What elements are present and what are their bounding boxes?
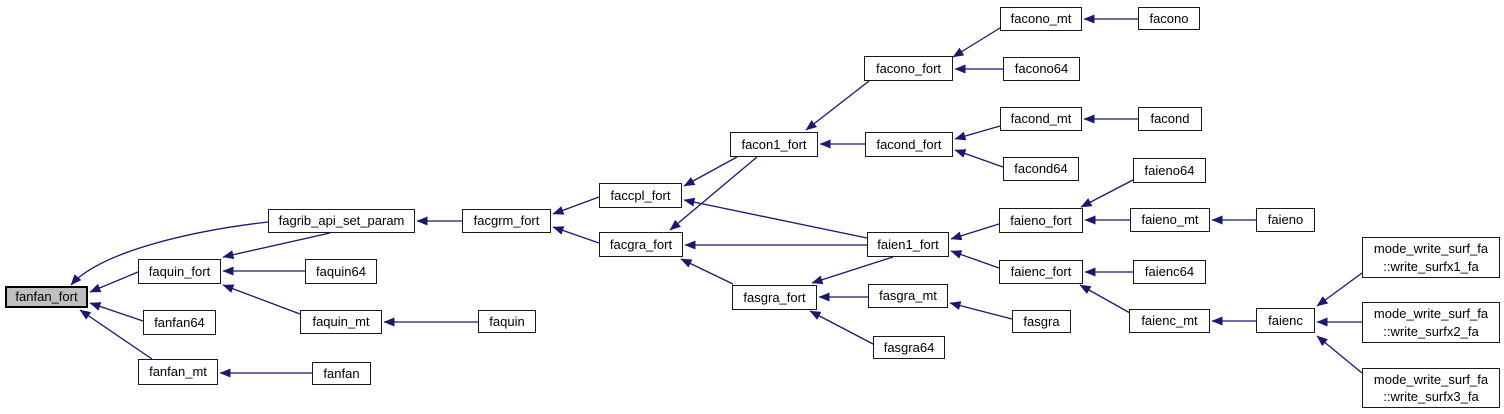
node-faienc_mt[interactable]: faienc_mt bbox=[1129, 309, 1210, 333]
edge-faquin_fort-to-fanfan_fort bbox=[89, 271, 139, 293]
node-fanfan_mt[interactable]: fanfan_mt bbox=[138, 359, 218, 385]
node-facono_mt[interactable]: facono_mt bbox=[1000, 7, 1082, 31]
node-facono64[interactable]: facono64 bbox=[1003, 57, 1080, 81]
node-faienc[interactable]: faienc bbox=[1256, 308, 1315, 333]
node-facond_mt[interactable]: facond_mt bbox=[1000, 107, 1082, 131]
node-facon1_fort[interactable]: facon1_fort bbox=[730, 132, 818, 157]
edge-faieno_fort-to-faien1_fort bbox=[950, 223, 1000, 241]
edge-write_surfx1_fa-to-faienc bbox=[1316, 272, 1363, 307]
node-fasgra_fort[interactable]: fasgra_fort bbox=[732, 285, 817, 310]
node-faquin64[interactable]: faquin64 bbox=[305, 259, 377, 284]
node-facond_fort[interactable]: facond_fort bbox=[865, 132, 953, 157]
edge-facond64-to-facond_fort bbox=[954, 149, 1004, 168]
edge-facond_mt-to-facond_fort bbox=[954, 125, 1001, 141]
node-fasgra_mt[interactable]: fasgra_mt bbox=[868, 284, 948, 308]
node-faquin[interactable]: faquin bbox=[478, 310, 536, 333]
node-faieno64[interactable]: faieno64 bbox=[1133, 158, 1206, 183]
edge-fagrib_api_set_param-to-fanfan_fort bbox=[70, 221, 269, 286]
node-write_surfx1_fa[interactable]: mode_write_surf_fa ::write_surfx1_fa bbox=[1362, 237, 1500, 278]
edge-faquin_mt-to-faquin_fort bbox=[222, 284, 301, 315]
edge-fasgra64-to-fasgra_fort bbox=[809, 310, 874, 345]
node-fanfan64[interactable]: fanfan64 bbox=[143, 310, 216, 335]
node-faienc64[interactable]: faienc64 bbox=[1133, 260, 1206, 284]
edge-facon1_fort-to-faccpl_fort bbox=[683, 156, 738, 187]
edge-facon1_fort-to-facgra_fort bbox=[669, 156, 758, 231]
edge-fanfan_mt-to-fanfan_fort bbox=[79, 309, 153, 360]
edge-faienc_fort-to-faien1_fort bbox=[950, 250, 1000, 269]
node-fasgra64[interactable]: fasgra64 bbox=[873, 336, 945, 359]
node-faien1_fort[interactable]: faien1_fort bbox=[867, 232, 949, 257]
edge-faccpl_fort-to-facgrm_fort bbox=[552, 196, 600, 215]
edge-fagrib_api_set_param-to-faquin_fort bbox=[222, 232, 331, 260]
node-fagrib_api_set_param[interactable]: fagrib_api_set_param bbox=[268, 209, 415, 233]
edge-facgra_fort-to-facgrm_fort bbox=[552, 226, 600, 244]
node-facono[interactable]: facono bbox=[1138, 7, 1200, 30]
node-faquin_mt[interactable]: faquin_mt bbox=[300, 310, 382, 334]
node-faienc_fort[interactable]: faienc_fort bbox=[999, 260, 1083, 284]
node-faieno_fort[interactable]: faieno_fort bbox=[999, 208, 1083, 233]
edge-fanfan64-to-fanfan_fort bbox=[89, 302, 144, 322]
edge-faieno64-to-faieno_fort bbox=[1080, 179, 1134, 208]
edge-facono_fort-to-facon1_fort bbox=[805, 80, 870, 131]
edge-faien1_fort-to-faccpl_fort bbox=[683, 197, 868, 239]
node-write_surfx2_fa[interactable]: mode_write_surf_fa ::write_surfx2_fa bbox=[1362, 302, 1500, 343]
edge-faienc_mt-to-faienc_fort bbox=[1079, 284, 1131, 314]
node-facono_fort[interactable]: facono_fort bbox=[864, 56, 953, 81]
node-write_surfx3_fa[interactable]: mode_write_surf_fa ::write_surfx3_fa bbox=[1362, 368, 1500, 408]
node-fanfan_fort[interactable]: fanfan_fort bbox=[5, 286, 88, 308]
node-faquin_fort[interactable]: faquin_fort bbox=[138, 259, 221, 284]
node-facgrm_fort[interactable]: facgrm_fort bbox=[462, 209, 551, 233]
edge-facono_mt-to-facono_fort bbox=[952, 27, 1001, 58]
edge-faien1_fort-to-fasgra_fort bbox=[811, 256, 894, 285]
node-fasgra[interactable]: fasgra bbox=[1012, 310, 1071, 333]
edge-fasgra-to-fasgra_mt bbox=[949, 301, 1013, 320]
node-facgra_fort[interactable]: facgra_fort bbox=[599, 232, 683, 257]
edge-write_surfx3_fa-to-faienc bbox=[1316, 335, 1363, 374]
edge-fasgra_fort-to-facgra_fort bbox=[680, 258, 734, 285]
node-fanfan[interactable]: fanfan bbox=[312, 362, 371, 385]
node-faieno_mt[interactable]: faieno_mt bbox=[1130, 208, 1210, 232]
node-facond[interactable]: facond bbox=[1138, 107, 1202, 131]
node-faccpl_fort[interactable]: faccpl_fort bbox=[599, 183, 682, 208]
node-facond64[interactable]: facond64 bbox=[1003, 157, 1079, 181]
node-faieno[interactable]: faieno bbox=[1256, 208, 1315, 232]
